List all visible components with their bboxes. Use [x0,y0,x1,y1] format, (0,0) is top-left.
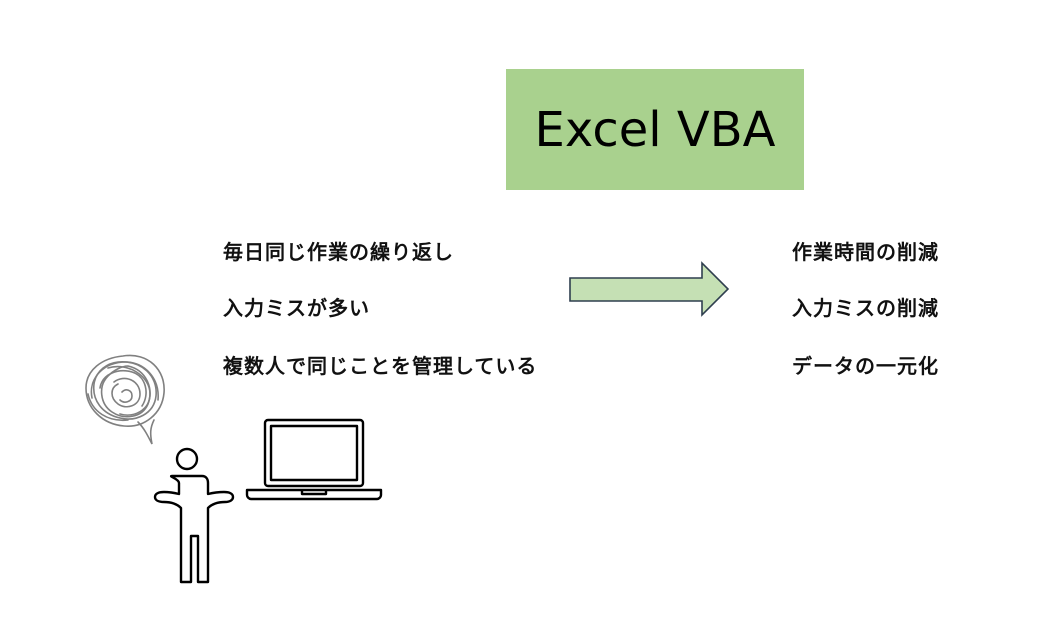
problem-item-1: 毎日同じ作業の繰り返し [223,240,454,264]
solution-item-3: データの一元化 [792,354,939,378]
problem-item-2: 入力ミスが多い [223,296,370,320]
laptop-icon [245,418,383,501]
right-arrow-icon [569,261,730,317]
person-shrug-icon [153,447,235,584]
solution-item-2: 入力ミスの削減 [792,296,939,320]
solution-item-1: 作業時間の削減 [792,240,939,264]
title-box: Excel VBA [506,69,804,190]
title-text: Excel VBA [534,101,776,158]
problem-item-3: 複数人で同じことを管理している [223,354,538,378]
confused-thought-bubble-icon [85,354,165,445]
